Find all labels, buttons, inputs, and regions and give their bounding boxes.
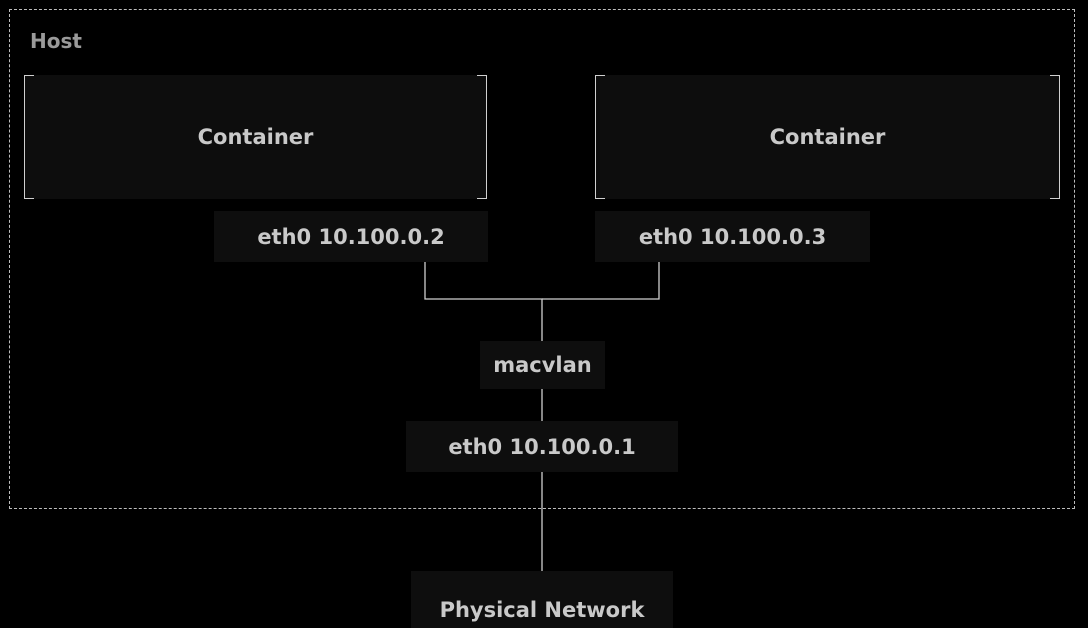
container-bracket-left <box>595 75 605 199</box>
container-label: Container <box>197 125 314 149</box>
link-container2-to-macvlan <box>542 262 660 300</box>
container-box-1[interactable]: Container <box>24 75 487 199</box>
interface-label: eth0 10.100.0.1 <box>448 434 636 459</box>
physical-network[interactable]: Physical Network <box>411 571 673 628</box>
container-bracket-right <box>1050 75 1060 199</box>
container-bracket-left <box>24 75 34 199</box>
container-label: Container <box>769 125 886 149</box>
interface-label: eth0 10.100.0.2 <box>257 224 445 249</box>
container-2-interface[interactable]: eth0 10.100.0.3 <box>595 211 870 262</box>
host-interface[interactable]: eth0 10.100.0.1 <box>406 421 678 472</box>
host-label: Host <box>30 29 82 53</box>
interface-label: eth0 10.100.0.3 <box>638 224 827 249</box>
macvlan-bridge[interactable]: macvlan <box>480 341 605 389</box>
link-container1-to-macvlan <box>424 262 543 341</box>
network-label: Physical Network <box>439 598 645 622</box>
container-bracket-right <box>477 75 487 199</box>
container-box-2[interactable]: Container <box>595 75 1060 199</box>
container-1-interface[interactable]: eth0 10.100.0.2 <box>214 211 488 262</box>
bridge-label: macvlan <box>493 353 592 377</box>
